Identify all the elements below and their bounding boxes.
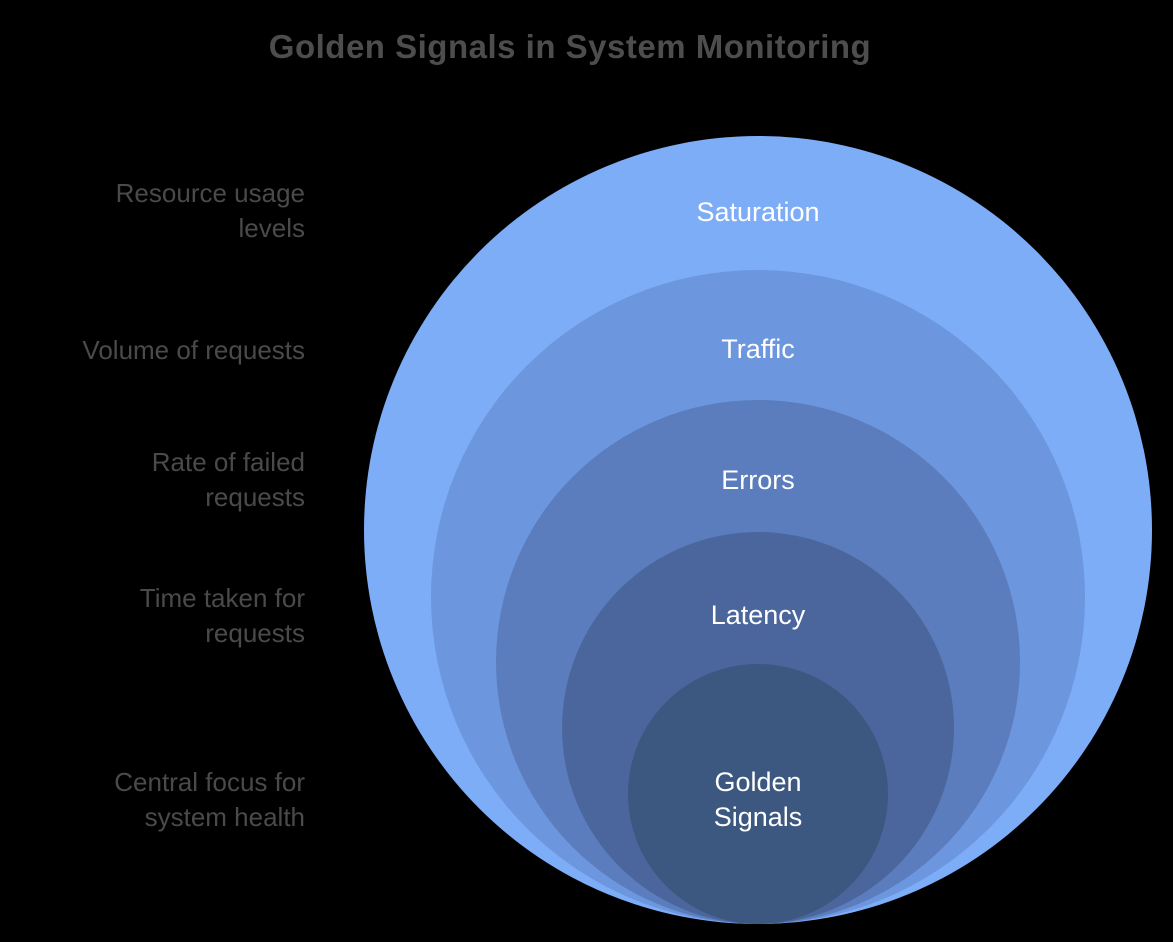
ring-label-golden-signals: Golden Signals xyxy=(713,767,803,832)
ring-label-traffic: Traffic xyxy=(721,334,795,364)
ring-label-latency: Latency xyxy=(710,600,806,630)
diagram-title: Golden Signals in System Monitoring xyxy=(268,28,872,65)
description-latency: Time taken for requests xyxy=(139,583,305,648)
description-saturation: Resource usage levels xyxy=(115,178,305,243)
ring-golden xyxy=(628,664,888,924)
description-errors: Rate of failed requests xyxy=(151,447,305,512)
ring-label-saturation: Saturation xyxy=(696,197,820,227)
ring-label-errors: Errors xyxy=(721,465,795,495)
description-traffic: Volume of requests xyxy=(82,335,305,365)
description-golden-signals: Central focus for system health xyxy=(114,767,305,832)
